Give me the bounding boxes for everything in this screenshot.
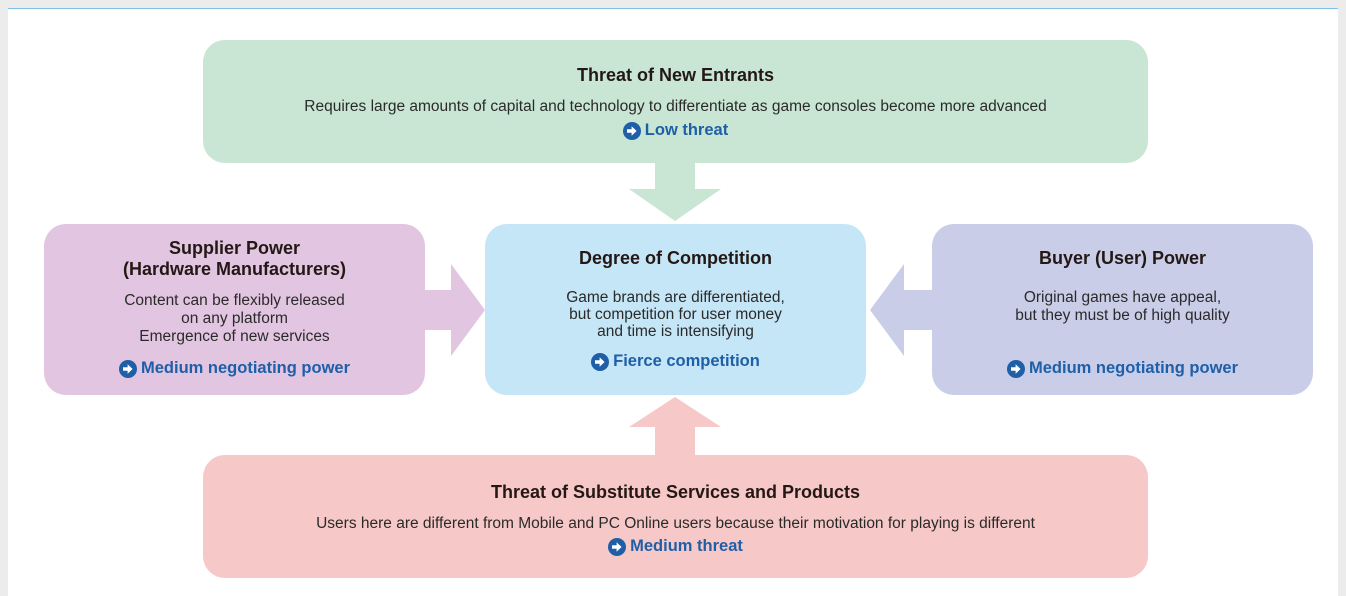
degree-of-competition-box: Degree of Competition Game brands are di…	[485, 224, 866, 395]
rating-label: Low threat	[622, 121, 729, 140]
box-title: Degree of Competition	[578, 248, 772, 268]
box-title-line: (Hardware Manufacturers)	[122, 259, 347, 279]
rating-text: Medium negotiating power	[141, 359, 350, 377]
description-line: but competition for user money	[569, 306, 782, 323]
arrow-circle-right-icon	[1007, 359, 1025, 378]
box-description: Original games have appeal, but they mus…	[932, 289, 1313, 325]
five-forces-diagram: Threat of New Entrants Requires large am…	[8, 8, 1338, 596]
rating-label: Medium negotiating power	[119, 359, 350, 378]
arrow-circle-right-icon	[591, 352, 610, 371]
box-title: Threat of Substitute Services and Produc…	[490, 482, 861, 502]
rating-label: Fierce competition	[591, 352, 760, 371]
arrow-up-pink	[629, 397, 721, 457]
supplier-power-box: Supplier Power (Hardware Manufacturers) …	[44, 224, 425, 395]
box-description: Requires large amounts of capital and te…	[304, 98, 1047, 115]
arrow-left-lavender	[870, 264, 932, 356]
rating-text: Medium negotiating power	[1029, 359, 1238, 377]
box-title: Threat of New Entrants	[576, 65, 775, 85]
arrow-circle-right-icon	[608, 537, 627, 556]
threat-of-substitutes-box: Threat of Substitute Services and Produc…	[203, 455, 1148, 578]
description-line: and time is intensifying	[597, 323, 754, 340]
rating-text: Fierce competition	[613, 352, 760, 370]
arrow-circle-right-icon	[119, 359, 137, 378]
box-title: Supplier Power (Hardware Manufacturers)	[44, 238, 425, 280]
description-line: Content can be flexibly released	[124, 292, 345, 309]
description-line: Emergence of new services	[139, 328, 330, 345]
box-title: Buyer (User) Power	[1038, 248, 1207, 268]
arrow-circle-right-icon	[622, 121, 641, 140]
rating-label: Medium threat	[608, 537, 743, 556]
description-line: on any platform	[181, 310, 288, 327]
rating-label: Medium negotiating power	[1007, 359, 1238, 378]
threat-of-new-entrants-box: Threat of New Entrants Requires large am…	[203, 40, 1148, 163]
rating-text: Medium threat	[630, 537, 743, 555]
box-description: Users here are different from Mobile and…	[316, 515, 1035, 532]
arrow-down-green	[629, 161, 721, 221]
box-description: Game brands are differentiated, but comp…	[485, 289, 866, 340]
description-line: Original games have appeal,	[1023, 289, 1222, 306]
arrow-right-purple	[425, 264, 485, 356]
description-line: Game brands are differentiated,	[566, 289, 785, 306]
rating-text: Low threat	[644, 121, 729, 139]
box-description: Content can be flexibly released on any …	[44, 292, 425, 346]
buyer-power-box: Buyer (User) Power Original games have a…	[932, 224, 1313, 395]
box-title-line: Supplier Power	[168, 238, 301, 258]
description-line: but they must be of high quality	[1015, 307, 1230, 324]
